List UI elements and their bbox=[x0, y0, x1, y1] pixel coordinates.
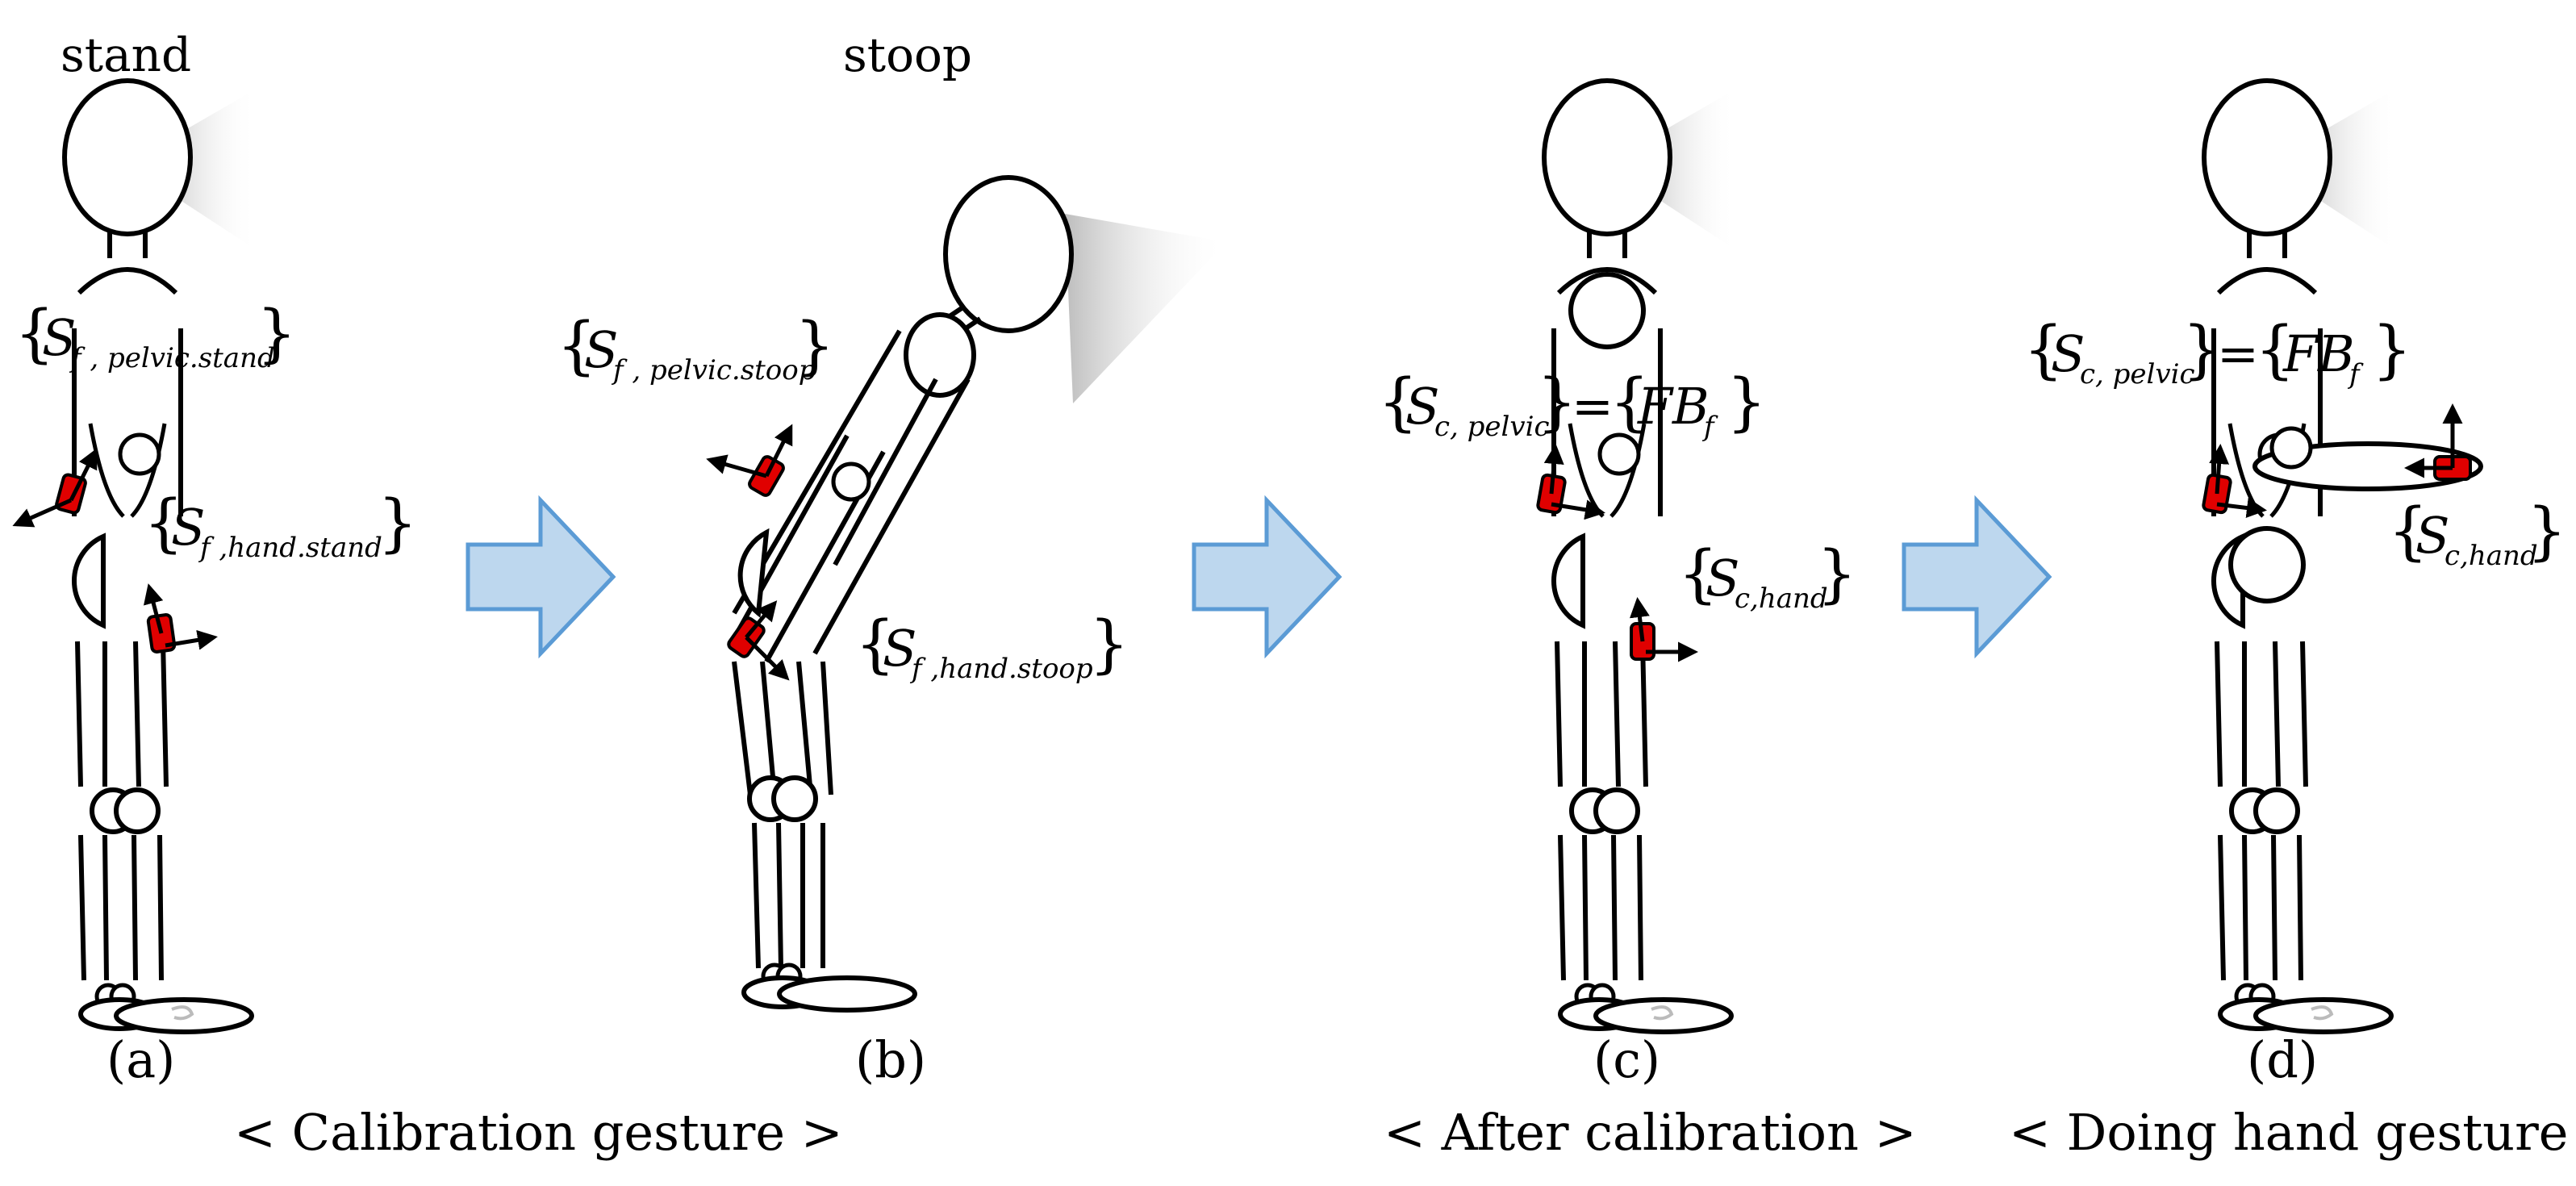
svg-text:c, pelvic: c, pelvic bbox=[2080, 358, 2195, 390]
svg-text:FB: FB bbox=[1637, 377, 1710, 436]
svg-text:}: } bbox=[1726, 366, 1767, 439]
svg-text:}: } bbox=[1537, 366, 1577, 439]
flow-arrow-2 bbox=[1194, 500, 1339, 654]
svg-text:{: { bbox=[144, 487, 184, 560]
svg-text:S: S bbox=[2415, 506, 2449, 565]
panel-label-c: (c) bbox=[1593, 1030, 1660, 1089]
svg-text:c,hand: c,hand bbox=[2444, 540, 2538, 572]
pose-label-stoop: stoop bbox=[843, 27, 972, 82]
svg-text:f: f bbox=[2347, 358, 2364, 390]
svg-text:}: } bbox=[2527, 495, 2567, 568]
panel-c: { S c, pelvic } = { FB f } { S c,hand } … bbox=[1378, 81, 1857, 1089]
panel-label-d: (d) bbox=[2247, 1030, 2318, 1089]
frame-c-pelvic: { S c, pelvic } = { FB f } bbox=[1378, 366, 1767, 443]
svg-text:}: } bbox=[257, 298, 297, 370]
svg-text:f ,hand.stand: f ,hand.stand bbox=[198, 532, 382, 564]
svg-text:{: { bbox=[1678, 538, 1718, 611]
frame-a-pelvic: { S f , pelvic.stand } bbox=[15, 298, 297, 374]
svg-text:S: S bbox=[584, 320, 618, 379]
svg-text:f: f bbox=[1701, 411, 1718, 443]
svg-text:{: { bbox=[2023, 314, 2064, 386]
frame-d-pelvic: { S c, pelvic } = { FB f } bbox=[2023, 314, 2412, 390]
svg-text:FB: FB bbox=[2282, 324, 2355, 383]
svg-text:f ,hand.stoop: f ,hand.stoop bbox=[909, 653, 1093, 685]
svg-text:S: S bbox=[171, 498, 205, 557]
svg-text:S: S bbox=[1706, 549, 1739, 608]
pose-label-stand: stand bbox=[61, 27, 191, 82]
svg-text:=: = bbox=[1572, 377, 1614, 436]
svg-text:c,hand: c,hand bbox=[1735, 583, 1828, 615]
svg-text:}: } bbox=[1817, 538, 1857, 611]
svg-text:{: { bbox=[1609, 366, 1650, 439]
svg-text:c, pelvic: c, pelvic bbox=[1434, 411, 1550, 443]
caption-calibration: < Calibration gesture > bbox=[234, 1103, 843, 1162]
caption-after: < After calibration > bbox=[1384, 1103, 1917, 1162]
svg-text:{: { bbox=[557, 310, 597, 382]
frame-a-hand: { S f ,hand.stand } bbox=[144, 487, 418, 564]
panel-label-a: (a) bbox=[106, 1030, 175, 1089]
panel-d: { S c, pelvic } = { FB f } { S c,hand } … bbox=[2023, 81, 2567, 1089]
svg-text:{: { bbox=[2388, 495, 2428, 568]
flow-arrow-3 bbox=[1904, 500, 2049, 654]
svg-text:=: = bbox=[2217, 324, 2259, 383]
svg-text:}: } bbox=[378, 487, 418, 560]
frame-b-pelvic: { S f , pelvic.stoop } bbox=[557, 310, 835, 386]
svg-text:{: { bbox=[1378, 366, 1418, 439]
svg-text:f , pelvic.stand: f , pelvic.stand bbox=[69, 342, 275, 374]
svg-text:f , pelvic.stoop: f , pelvic.stoop bbox=[611, 354, 816, 386]
svg-text:S: S bbox=[1405, 377, 1439, 436]
svg-text:S: S bbox=[42, 308, 76, 367]
caption-doing: < Doing hand gesture > bbox=[2009, 1103, 2576, 1162]
svg-text:}: } bbox=[1089, 608, 1129, 681]
flow-arrow-1 bbox=[468, 500, 613, 654]
frame-c-hand: { S c,hand } bbox=[1678, 538, 1857, 615]
svg-text:{: { bbox=[15, 298, 55, 370]
panel-a: stand { S f , pelvic.stand } { S f ,hand… bbox=[12, 27, 418, 1089]
svg-text:}: } bbox=[2372, 314, 2412, 386]
svg-text:}: } bbox=[795, 310, 835, 382]
svg-text:{: { bbox=[855, 608, 896, 681]
svg-text:S: S bbox=[2051, 324, 2085, 383]
svg-text:}: } bbox=[2182, 314, 2223, 386]
panel-b: stoop { S f , pelvic.stoop } { S bbox=[557, 27, 1226, 1089]
svg-text:{: { bbox=[2255, 314, 2295, 386]
frame-b-hand: { S f ,hand.stoop } bbox=[855, 608, 1129, 685]
panel-label-b: (b) bbox=[855, 1030, 926, 1089]
svg-text:S: S bbox=[883, 619, 916, 678]
frame-d-hand: { S c,hand } bbox=[2388, 495, 2567, 572]
